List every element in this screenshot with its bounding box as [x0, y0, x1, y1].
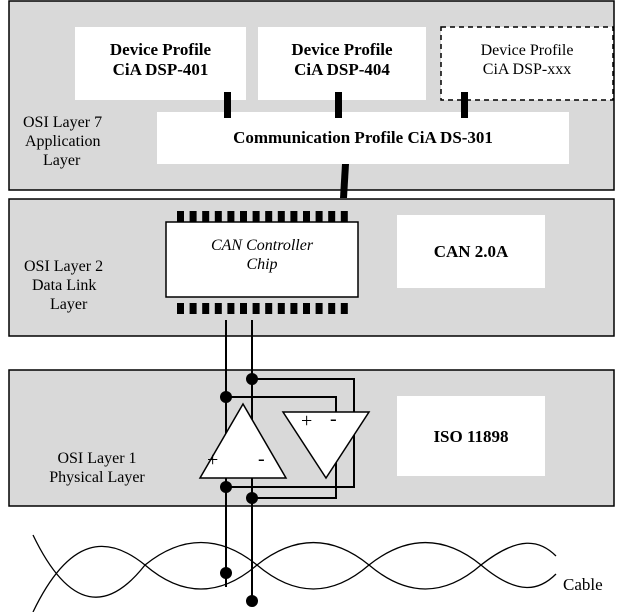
- device-profile-404-label: Device Profile CiA DSP-404: [258, 40, 426, 80]
- transmitter-triangle: [198, 402, 288, 479]
- layer1-label-line1: OSI Layer 1: [57, 450, 137, 467]
- connector-xxx: [461, 92, 468, 118]
- device-profile-xxx-box: [440, 26, 614, 101]
- cable-label: Cable: [563, 575, 603, 594]
- layer2-label-line2: Data Link: [32, 276, 97, 294]
- layer7-label-line2: Application: [25, 132, 101, 150]
- chip-pin: [227, 303, 235, 314]
- device-profile-401-line2: CiA DSP-401: [112, 60, 209, 80]
- chip-pin: [252, 303, 260, 314]
- can-controller-label: CAN Controller Chip: [166, 237, 358, 275]
- chip-pin: [240, 211, 247, 222]
- chip-pin: [214, 303, 222, 314]
- iso-standard-box: [397, 396, 545, 476]
- layer2-label-line1: OSI Layer 2: [24, 258, 104, 275]
- can-controller-line2: Chip: [246, 255, 278, 273]
- layer2-label: OSI Layer 2 Data Link Layer: [24, 258, 103, 315]
- layer7-label-line3: Layer: [43, 151, 81, 169]
- connector-401: [224, 92, 231, 118]
- chip-pin: [202, 303, 210, 314]
- device-profile-xxx-label: Device Profile CiA DSP-xxx: [441, 42, 613, 80]
- layer2-label-line3: Layer: [50, 295, 88, 313]
- chip-pins-top: [177, 211, 348, 222]
- chip-pin: [277, 303, 285, 314]
- transmitter-minus: -: [258, 448, 265, 470]
- device-profile-404-box: [258, 27, 426, 100]
- chip-pin: [328, 303, 336, 314]
- chip-pin: [340, 211, 348, 222]
- device-profile-xxx-line1: Device Profile: [480, 42, 574, 59]
- device-profile-401-line1: Device Profile: [109, 40, 212, 59]
- device-profile-401-box: [75, 27, 246, 100]
- device-profile-404-line1: Device Profile: [291, 40, 393, 59]
- chip-pin: [177, 211, 184, 222]
- receiver-plus: +: [301, 410, 313, 432]
- connector-404: [335, 92, 342, 118]
- chip-pin: [265, 303, 273, 314]
- chip-pin: [315, 211, 323, 222]
- chip-pin: [303, 211, 310, 222]
- chip-pin: [202, 211, 210, 222]
- junction-dots: [220, 373, 258, 607]
- transmitter-plus: +: [207, 449, 219, 471]
- iso-standard-label: ISO 11898: [433, 427, 509, 446]
- chip-pin: [265, 211, 273, 222]
- chip-pin: [328, 211, 336, 222]
- layer7-label-line1: OSI Layer 7: [23, 114, 103, 131]
- chip-pin: [214, 211, 222, 222]
- chip-pin: [240, 303, 247, 314]
- chip-pin: [290, 303, 298, 314]
- can-controller-chip: [165, 221, 359, 298]
- chip-pin: [340, 303, 348, 314]
- chip-pin: [189, 303, 197, 314]
- chip-pin: [277, 211, 285, 222]
- chip-pin: [252, 211, 260, 222]
- receiver-minus: -: [330, 408, 337, 430]
- can-standard-label: CAN 2.0A: [433, 242, 509, 261]
- can-controller-line1: CAN Controller: [210, 237, 314, 254]
- device-profile-401-label: Device Profile CiA DSP-401: [75, 40, 246, 80]
- receiver-triangle: [281, 411, 371, 480]
- cable-wave-b: [32, 534, 557, 598]
- layer1-label-line2: Physical Layer: [49, 468, 145, 486]
- cable-wave-a: [32, 541, 557, 612]
- can-standard-box: [397, 215, 545, 288]
- layer7-label: OSI Layer 7 Application Layer: [23, 114, 102, 171]
- chip-pins-bottom: [177, 303, 348, 314]
- communication-profile-label: Communication Profile CiA DS-301: [233, 128, 493, 147]
- device-profile-xxx-line2: CiA DSP-xxx: [482, 60, 572, 78]
- device-profile-404-line2: CiA DSP-404: [294, 60, 390, 80]
- chip-pin: [227, 211, 235, 222]
- chip-pin: [315, 303, 323, 314]
- layer7-to-layer2-connector: [340, 164, 349, 198]
- layer1-label: OSI Layer 1 Physical Layer: [32, 450, 162, 488]
- chip-pin: [290, 211, 298, 222]
- communication-profile-box: [157, 112, 569, 164]
- chip-pin: [189, 211, 197, 222]
- chip-pin: [303, 303, 310, 314]
- chip-pin: [177, 303, 184, 314]
